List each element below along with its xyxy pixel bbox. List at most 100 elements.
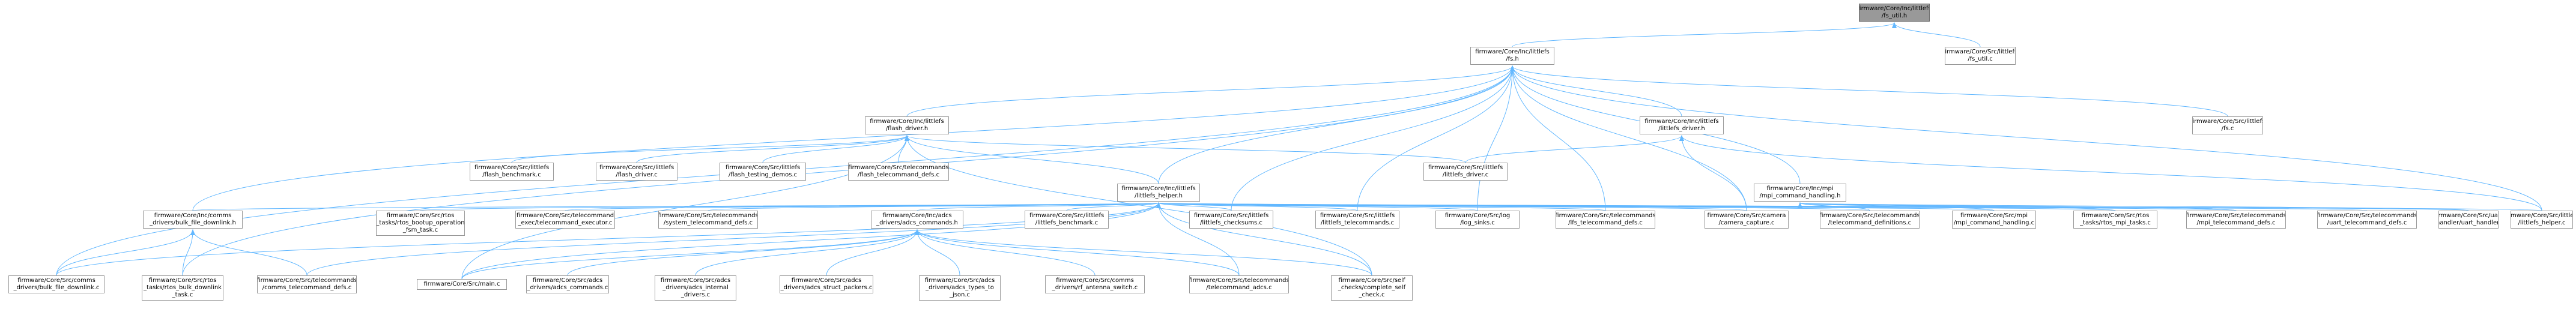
graph-node-adcs-struct-c[interactable]: firmware/Core/Src/adcs_drivers/adcs_stru… [780,275,873,293]
graph-node-uart-tc-defs-c[interactable]: firmware/Core/Src/telecommands/uart_tele… [2317,211,2417,229]
edge-fs_h-to-fs_util_h [1512,22,1897,47]
node-label-line: firmware/Core/Inc/mpi [1766,185,1834,192]
graph-node-tc-definitions-c[interactable]: firmware/Core/Src/telecommands/telecomma… [1820,211,1920,229]
node-label-line: firmware/Core/Src/littlefs [1029,212,1105,219]
graph-node-littlefs-driver-c[interactable]: firmware/Core/Src/littlefs/littlefs_driv… [1423,163,1508,181]
graph-node-camera-capture-c[interactable]: firmware/Core/Src/camera/camera_capture.… [1705,211,1789,229]
edge-littlefs_benchmark_c-to-littlefs_helper_h [1066,202,1161,211]
node-label-line: /uart_telecommand_defs.c [2327,220,2407,226]
graph-node-fs-util-c[interactable]: firmware/Core/Src/littlefs/fs_util.c [1945,47,2016,65]
graph-node-littlefs-helper-c[interactable]: firmware/Core/Src/littlefs/littlefs_help… [2511,211,2573,229]
graph-node-rtos-bootup-c[interactable]: firmware/Core/Src/rtos_tasks/rtos_bootup… [376,211,465,236]
node-label-line: firmware/Core/Src/littlefs [1320,212,1395,219]
node-label-line: _check.c [1359,292,1385,298]
edge-comms_bulk_c-to-comms_bulk_h [56,229,195,276]
node-label-line: /littlefs_telecommands.c [1320,220,1395,226]
node-label-line: _json.c [949,292,971,298]
node-label-line: _exec/telecommand_executor.c [518,220,613,226]
graph-node-tc-adcs-c[interactable]: firmware/Core/Src/telecommands/telecomma… [1189,275,1289,293]
node-label-line: firmware/Core/Src/log [1444,212,1511,219]
node-label-line: /fs.c [2221,125,2234,132]
graph-node-uart-handler-c[interactable]: firmware/Core/Src/uart_handler/uart_hand… [2438,211,2499,229]
graph-node-adcs-types-c[interactable]: firmware/Core/Src/adcs_drivers/adcs_type… [919,275,1001,301]
node-label-line: firmware/Core/Src/littlefs [1193,212,1269,219]
node-label-line: firmware/Core/Inc/littlefs [1475,49,1550,55]
edge-comms_tc_defs_c-to-comms_bulk_h [190,229,308,276]
node-label-line: /flash_driver.h [885,125,929,132]
edge-main_c-to-littlefs_helper_h [461,202,1161,280]
node-label-line: _drivers/adcs_internal [662,284,729,291]
graph-node-main-c[interactable]: firmware/Core/Src/main.c [417,279,507,290]
edge-adcs_internal_c-to-adcs_cmds_h [695,229,920,276]
node-label-line: _drivers/adcs_commands.c [527,284,608,291]
graph-node-flash-driver-c[interactable]: firmware/Core/Src/littlefs/flash_driver.… [596,163,677,181]
node-label-line: firmware/Core/Src/telecommands [848,164,949,171]
node-label-line: firmware/Core/Inc/adcs [882,212,952,219]
graph-node-mpi-cmd-c[interactable]: firmware/Core/Src/mpi/mpi_command_handli… [1952,211,2036,229]
node-label-line: firmware/Core/Src/camera [1707,212,1786,219]
edge-littlefs_helper_c-to-littlefs_driver_h [1679,135,2542,211]
graph-node-rtos-bulk-task-c[interactable]: firmware/Core/Src/rtos_tasks/rtos_bulk_d… [142,275,223,301]
graph-node-adcs-cmds-c[interactable]: firmware/Core/Src/adcs_drivers/adcs_comm… [526,275,609,293]
graph-node-comms-bulk-c[interactable]: firmware/Core/Src/comms_drivers/bulk_fil… [8,275,105,293]
graph-node-system-tc-defs-c[interactable]: firmware/Core/Src/telecommands/system_te… [658,211,758,229]
node-label-line: firmware/Core/Inc/littlefs [870,118,944,125]
node-label-line: firmware/Core/Inc/comms [154,212,232,219]
edge-self_check_c-to-littlefs_helper_h [1156,202,1372,276]
node-label-line: /camera_capture.c [1718,220,1775,226]
node-label-line: firmware/Core/Src/rtos [386,212,455,219]
node-label-line: _handler/uart_handler.c [2439,220,2498,226]
node-label-line: firmware/Core/Src/adcs [532,277,603,284]
node-label-line: _drivers.c [680,292,711,298]
node-label-line: firmware/Core/Src/telecommands [1556,212,1655,219]
node-label-line: _drivers/bulk_file_downlink.c [13,284,100,291]
graph-node-flash-testing-demos-c[interactable]: firmware/Core/Src/littlefs/flash_testing… [720,163,806,181]
node-label-line: firmware/Core/Src/adcs [660,277,731,284]
graph-node-littlefs-driver-h[interactable]: firmware/Core/Inc/littlefs/littlefs_driv… [1640,116,1724,134]
graph-node-tc-exec-c[interactable]: firmware/Core/Src/telecommand_exec/telec… [515,211,615,229]
graph-node-rtos-mpi-tasks-c[interactable]: firmware/Core/Src/rtos_tasks/rtos_mpi_ta… [2073,211,2157,229]
edge-camera_capture_c-to-fs_h [1510,65,1747,211]
graph-node-mpi-cmd-h[interactable]: firmware/Core/Inc/mpi/mpi_command_handli… [1754,184,1846,202]
graph-node-littlefs-checksums-c[interactable]: firmware/Core/Src/littlefs/littlefs_chec… [1189,211,1273,229]
node-label-line: _drivers/adcs_struct_packers.c [780,284,873,291]
edge-adcs_cmds_h-to-littlefs_helper_h [917,202,1161,211]
node-label-line: /littlefs_helper.h [1135,193,1183,199]
graph-node-flash-driver-h[interactable]: firmware/Core/Inc/littlefs/flash_driver.… [865,116,949,134]
node-label-line: firmware/Core/Src/littlefs [2192,118,2263,125]
node-label-line: /mpi_telecommand_defs.c [2196,220,2276,226]
node-label-line: /mpi_command_handling.h [1759,193,1841,199]
node-label-line: firmware/Core/Src/mpi [1960,212,2028,219]
node-label-line: firmware/Core/Src/telecommands [1820,212,1920,219]
edge-adcs_types_c-to-adcs_cmds_h [915,229,960,276]
graph-node-lfs-tc-defs-c[interactable]: firmware/Core/Src/telecommands/lfs_telec… [1556,211,1655,229]
graph-node-adcs-cmds-h[interactable]: firmware/Core/Inc/adcs_drivers/adcs_comm… [871,211,963,229]
graph-node-fs-c[interactable]: firmware/Core/Src/littlefs/fs.c [2192,116,2263,134]
graph-node-self-check-c[interactable]: firmware/Core/Src/self_checks/complete_s… [1331,275,1413,301]
node-label-line: /comms_telecommand_defs.c [262,284,352,291]
graph-node-littlefs-benchmark-c[interactable]: firmware/Core/Src/littlefs/littlefs_benc… [1025,211,1109,229]
graph-node-flash-benchmark-c[interactable]: firmware/Core/Src/littlefs/flash_benchma… [470,163,554,181]
graph-node-comms-tc-defs-c[interactable]: firmware/Core/Src/telecommands/comms_tel… [257,275,357,293]
graph-node-comms-bulk-h[interactable]: firmware/Core/Inc/comms_drivers/bulk_fil… [143,211,243,229]
node-label-line: firmware/Core/Src/uart [2438,212,2498,219]
graph-node-fs-h[interactable]: firmware/Core/Inc/littlefs/fs.h [1470,47,1554,65]
graph-node-mpi-tc-defs-c[interactable]: firmware/Core/Src/telecommands/mpi_telec… [2186,211,2286,229]
node-label-line: /log_sinks.c [1460,220,1495,226]
graph-node-adcs-internal-c[interactable]: firmware/Core/Src/adcs_drivers/adcs_inte… [655,275,736,301]
graph-node-littlefs-tc-c[interactable]: firmware/Core/Src/littlefs/littlefs_tele… [1315,211,1399,229]
node-label-line: /littlefs_helper.c [2518,220,2566,226]
node-label-line: _drivers/adcs_types_to [926,284,994,291]
graph-node-rf-switch-c[interactable]: firmware/Core/Src/comms_drivers/rf_anten… [1045,275,1145,293]
edge-tc_adcs_c-to-adcs_cmds_h [915,229,1240,276]
graph-node-littlefs-helper-h[interactable]: firmware/Core/Inc/littlefs/littlefs_help… [1117,184,1200,202]
node-label-line: /lfs_telecommand_defs.c [1568,220,1643,226]
graph-node-log-sinks-c[interactable]: firmware/Core/Src/log/log_sinks.c [1435,211,1520,229]
node-label-line: /fs_util.c [1968,56,1993,62]
edge-uart_handler_c-to-mpi_cmd_h [1798,202,2469,211]
edge-littlefs_driver_h-to-fs_h [1510,65,1682,117]
edge-fs_c-to-fs_h [1510,65,2228,117]
graph-node-flash-tc-defs-c[interactable]: firmware/Core/Src/telecommands/flash_tel… [848,163,949,181]
